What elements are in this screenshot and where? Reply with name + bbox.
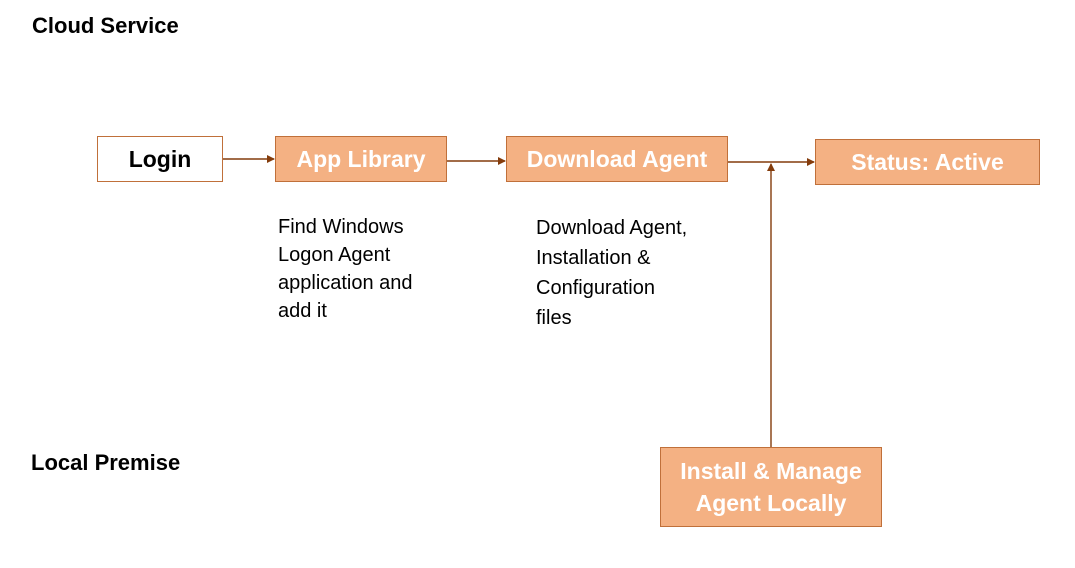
note-download-agent-line: Configuration	[536, 277, 655, 299]
note-app-library: Find Windows Logon Agent application and…	[278, 213, 413, 325]
step-app-library: App Library	[275, 136, 447, 182]
zone-label-local-premise: Local Premise	[31, 450, 181, 475]
step-app-library-label: App Library	[296, 145, 426, 172]
zone-label-cloud-service: Cloud Service	[32, 13, 179, 38]
step-install-label-line-2: Agent Locally	[695, 490, 847, 516]
note-download-agent-line: files	[536, 307, 572, 329]
note-app-library-line: Logon Agent	[278, 244, 391, 266]
step-login: Login	[97, 136, 223, 182]
step-install-label-line-1: Install & Manage	[680, 457, 862, 484]
note-download-agent: Download Agent, Installation & Configura…	[536, 213, 687, 333]
step-status-label: Status: Active	[851, 148, 1004, 175]
step-download-agent: Download Agent	[506, 136, 728, 182]
step-login-label: Login	[128, 145, 192, 172]
step-install-manage-agent: Install & Manage Agent Locally	[660, 447, 882, 527]
step-status-active: Status: Active	[815, 139, 1040, 185]
step-download-agent-label: Download Agent	[526, 145, 708, 172]
note-app-library-line: Find Windows	[278, 216, 404, 238]
note-app-library-line: add it	[278, 300, 327, 322]
note-app-library-line: application and	[278, 272, 413, 294]
note-download-agent-line: Installation &	[536, 247, 651, 269]
note-download-agent-line: Download Agent,	[536, 217, 688, 239]
